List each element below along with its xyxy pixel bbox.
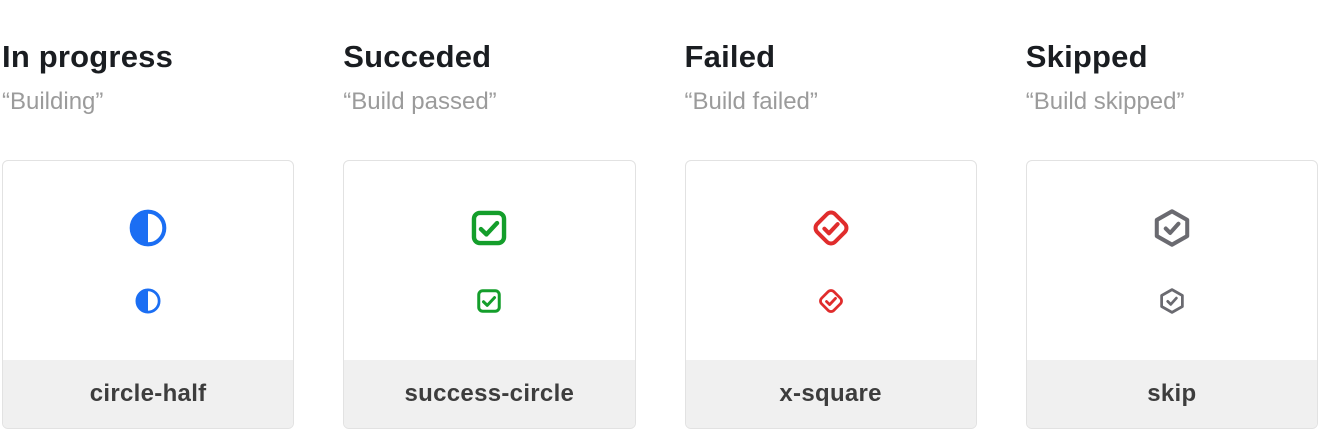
check-hexagon-icon <box>1154 209 1190 247</box>
status-title: Skipped <box>1025 39 1148 74</box>
icon-card: circle-half <box>2 160 295 430</box>
check-diamond-icon <box>818 288 843 313</box>
icon-name-label: circle-half <box>89 380 207 408</box>
column-succeeded: Succeded “Build passed” success-circle <box>343 0 636 436</box>
icon-name-footer: circle-half <box>3 360 294 429</box>
check-square-icon <box>472 210 507 246</box>
status-subtitle: “Build skipped” <box>1025 87 1185 115</box>
icon-preview-area <box>3 161 293 360</box>
status-subtitle: “Build failed” <box>684 87 818 115</box>
icon-name-footer: x-square <box>685 360 976 429</box>
status-title: Succeded <box>343 39 492 74</box>
column-failed: Failed “Build failed” x-square <box>684 0 977 436</box>
icon-name-footer: skip <box>1026 360 1317 429</box>
column-in-progress: In progress “Building” circle-half <box>2 0 295 436</box>
circle-half-icon <box>135 288 161 314</box>
icon-preview-area <box>686 161 976 360</box>
status-title: In progress <box>2 39 174 74</box>
circle-half-icon <box>129 209 167 247</box>
icon-card: x-square <box>684 160 977 430</box>
icon-card: skip <box>1025 160 1318 430</box>
check-hexagon-icon <box>1160 288 1184 314</box>
icon-preview-area <box>344 161 634 360</box>
icon-name-label: skip <box>1147 380 1197 408</box>
column-skipped: Skipped “Build skipped” skip <box>1025 0 1318 436</box>
icon-name-label: x-square <box>779 380 882 408</box>
status-subtitle: “Building” <box>2 87 104 115</box>
check-diamond-icon <box>813 210 849 246</box>
check-square-icon <box>477 289 502 313</box>
icon-preview-area <box>1027 161 1317 360</box>
icon-card: success-circle <box>343 160 636 430</box>
status-title: Failed <box>684 39 776 74</box>
status-subtitle: “Build passed” <box>343 87 497 115</box>
icon-name-footer: success-circle <box>344 360 635 429</box>
icon-name-label: success-circle <box>404 380 575 408</box>
